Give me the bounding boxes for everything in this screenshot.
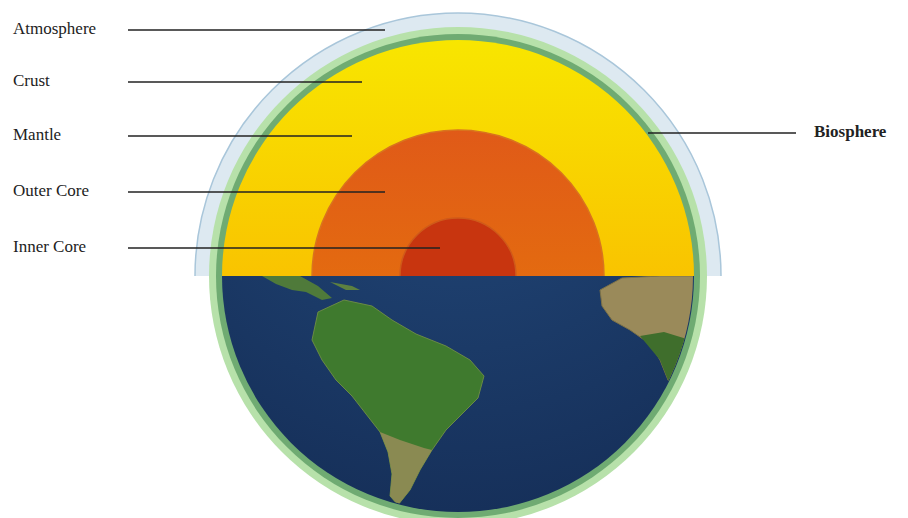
south-america bbox=[312, 300, 484, 505]
leader-line bbox=[128, 29, 385, 31]
layer-label: Inner Core bbox=[13, 237, 86, 257]
layer-label: Outer Core bbox=[13, 181, 89, 201]
layer-label: Mantle bbox=[13, 125, 61, 145]
africa bbox=[600, 276, 700, 410]
andes-dry-region bbox=[380, 432, 432, 505]
inner-core-layer bbox=[400, 218, 516, 276]
leader-lines bbox=[128, 30, 796, 248]
outer-core-layer bbox=[312, 130, 604, 276]
layer-label: Biosphere bbox=[814, 122, 886, 142]
globe bbox=[222, 276, 700, 512]
biosphere-ring bbox=[209, 27, 707, 518]
leader-line bbox=[128, 135, 352, 137]
layer-label: Atmosphere bbox=[13, 19, 96, 39]
mantle-layer bbox=[222, 40, 694, 276]
leader-line bbox=[128, 191, 385, 193]
cutaway bbox=[222, 40, 694, 276]
leader-line bbox=[648, 132, 796, 134]
central-america bbox=[262, 276, 332, 300]
leader-line bbox=[128, 247, 440, 249]
layer-label: Crust bbox=[13, 71, 50, 91]
crust-ring bbox=[216, 34, 700, 518]
leader-line bbox=[128, 81, 362, 83]
caribbean-island bbox=[330, 282, 360, 290]
atmosphere-layer bbox=[195, 13, 721, 276]
africa-forest bbox=[640, 332, 700, 410]
